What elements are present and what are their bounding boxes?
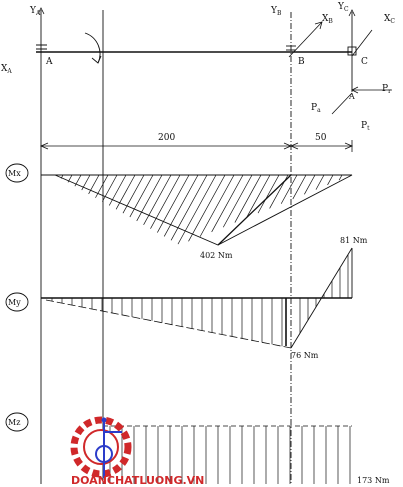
my-value-c: 81 Nm [340,236,368,245]
dimension-ab: 200 [158,133,175,143]
mz-label: Mz [8,418,20,427]
label-yc: YC [337,2,349,13]
mz-value: 173 Nm [357,476,390,485]
mx-hatch-line [129,174,154,218]
logo-text: DOANCHATLUONG.VN [71,474,204,487]
mx-hatch-line [327,174,334,186]
torque-arc [84,32,102,64]
mx-hatch-line [95,174,109,198]
mx-label: Mx [8,169,21,178]
mx-hatch-line [108,174,127,206]
label-a: A [45,57,53,67]
mx-hatch-line [170,174,208,241]
mx-hatch-line [257,174,280,214]
mx-hatch-line [234,174,262,223]
my-value-b: 76 Nm [291,351,319,360]
force-labels: YA XA A YB XB B YC XC C A Pr Pa Pt [1,2,395,132]
label-gear-point: A [348,92,355,101]
label-xa: XA [1,64,12,75]
mx-max-value: 402 Nm [200,251,233,260]
mx-hatch-line [67,174,73,183]
mx-diagram: Mx 402 Nm [5,163,353,260]
mx-hatch-line [222,174,253,228]
gear-c [331,9,392,115]
mx-hatch-line [280,174,298,204]
mx-hatch-line [143,174,172,225]
support-b [286,12,323,484]
mx-hatch-line [60,174,64,179]
mx-hatch-line [246,174,271,219]
mx-hatch-line [157,174,190,233]
mx-hatch-line [315,174,325,190]
mx-hatch-line [81,174,91,191]
dimension-line [39,140,354,152]
label-yb: YB [270,6,282,17]
mx-hatch-line [338,174,343,181]
label-pt: Pt [361,121,370,132]
mx-hatch-line [292,174,307,200]
shaft-beam [36,44,352,53]
mx-hatch-line [102,174,118,202]
my-label: My [8,298,21,307]
mx-hatch-line [150,174,181,229]
watermark-logo: DOANCHATLUONG.VN [70,416,204,487]
my-diagram: My 76 Nm 81 Nm [5,236,368,360]
label-pa: Pa [311,103,321,114]
mx-hatch-line [74,174,82,187]
label-xb: XB [322,14,333,25]
mx-hatch-line [304,174,316,195]
mx-hatch-line [88,174,100,195]
mx-hatch-line [177,174,217,245]
mx-hatch-line [136,174,163,222]
label-c: C [361,57,368,67]
mx-hatch-line [115,174,136,210]
label-pr: Pr [382,84,391,95]
dimension-bc: 50 [315,133,327,143]
label-ya: YA [29,6,41,17]
mx-hatch-line [163,174,199,237]
support-a [37,7,45,484]
mx-hatch-line [122,174,145,214]
mx-hatch-line [199,174,235,237]
label-b: B [298,57,305,67]
label-xc: XC [384,14,395,25]
mx-hatch-line [211,174,244,233]
mx-hatch-line [188,174,226,242]
